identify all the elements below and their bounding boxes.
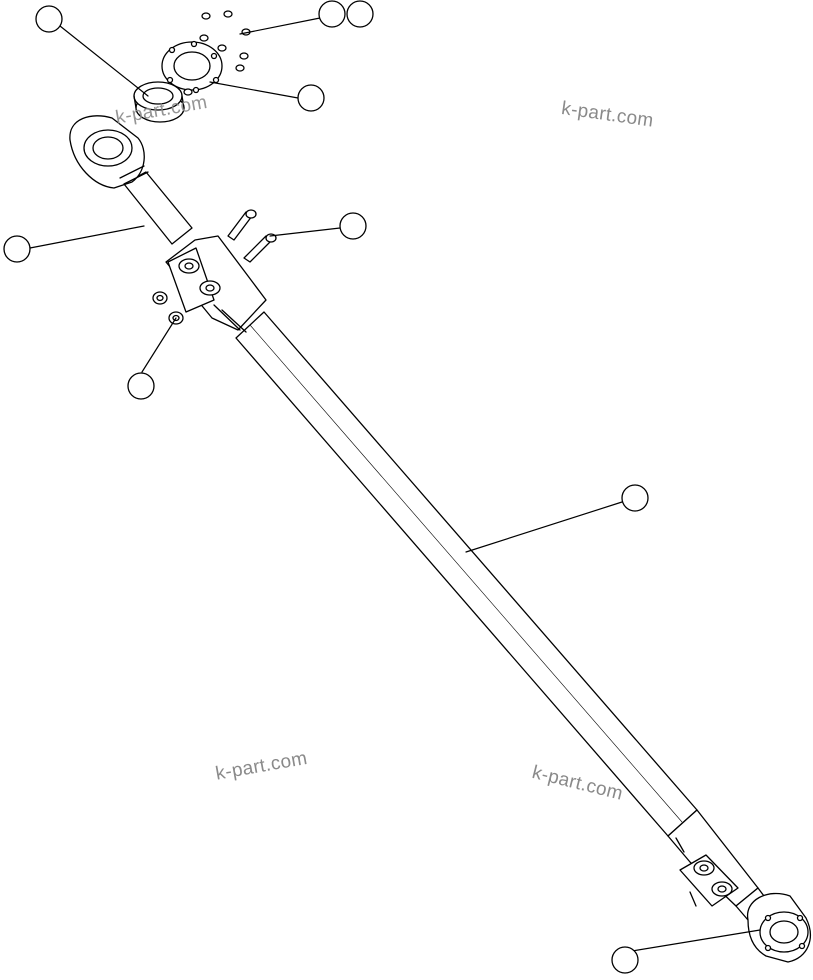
flange-cover (162, 42, 222, 93)
callout-bubble (36, 6, 62, 32)
callout-bubble (340, 213, 366, 239)
callout-bubbles (4, 1, 648, 973)
nuts (153, 292, 183, 324)
upper-rod-end (70, 116, 192, 244)
callout-bubble (622, 485, 648, 511)
callout-bubble (347, 1, 373, 27)
callout-bubble (4, 236, 30, 262)
callout-bubble (612, 947, 638, 973)
lower-clamp (668, 810, 758, 906)
lower-rod-end (736, 888, 810, 962)
callout-bubble (128, 373, 154, 399)
upper-clamp (166, 236, 266, 332)
clamp-bolts (228, 210, 276, 262)
small-screws (184, 11, 250, 95)
callout-bubble (298, 85, 324, 111)
callout-bubble (319, 1, 345, 27)
leader-lines (30, 18, 760, 952)
bearing-ring (134, 82, 184, 122)
